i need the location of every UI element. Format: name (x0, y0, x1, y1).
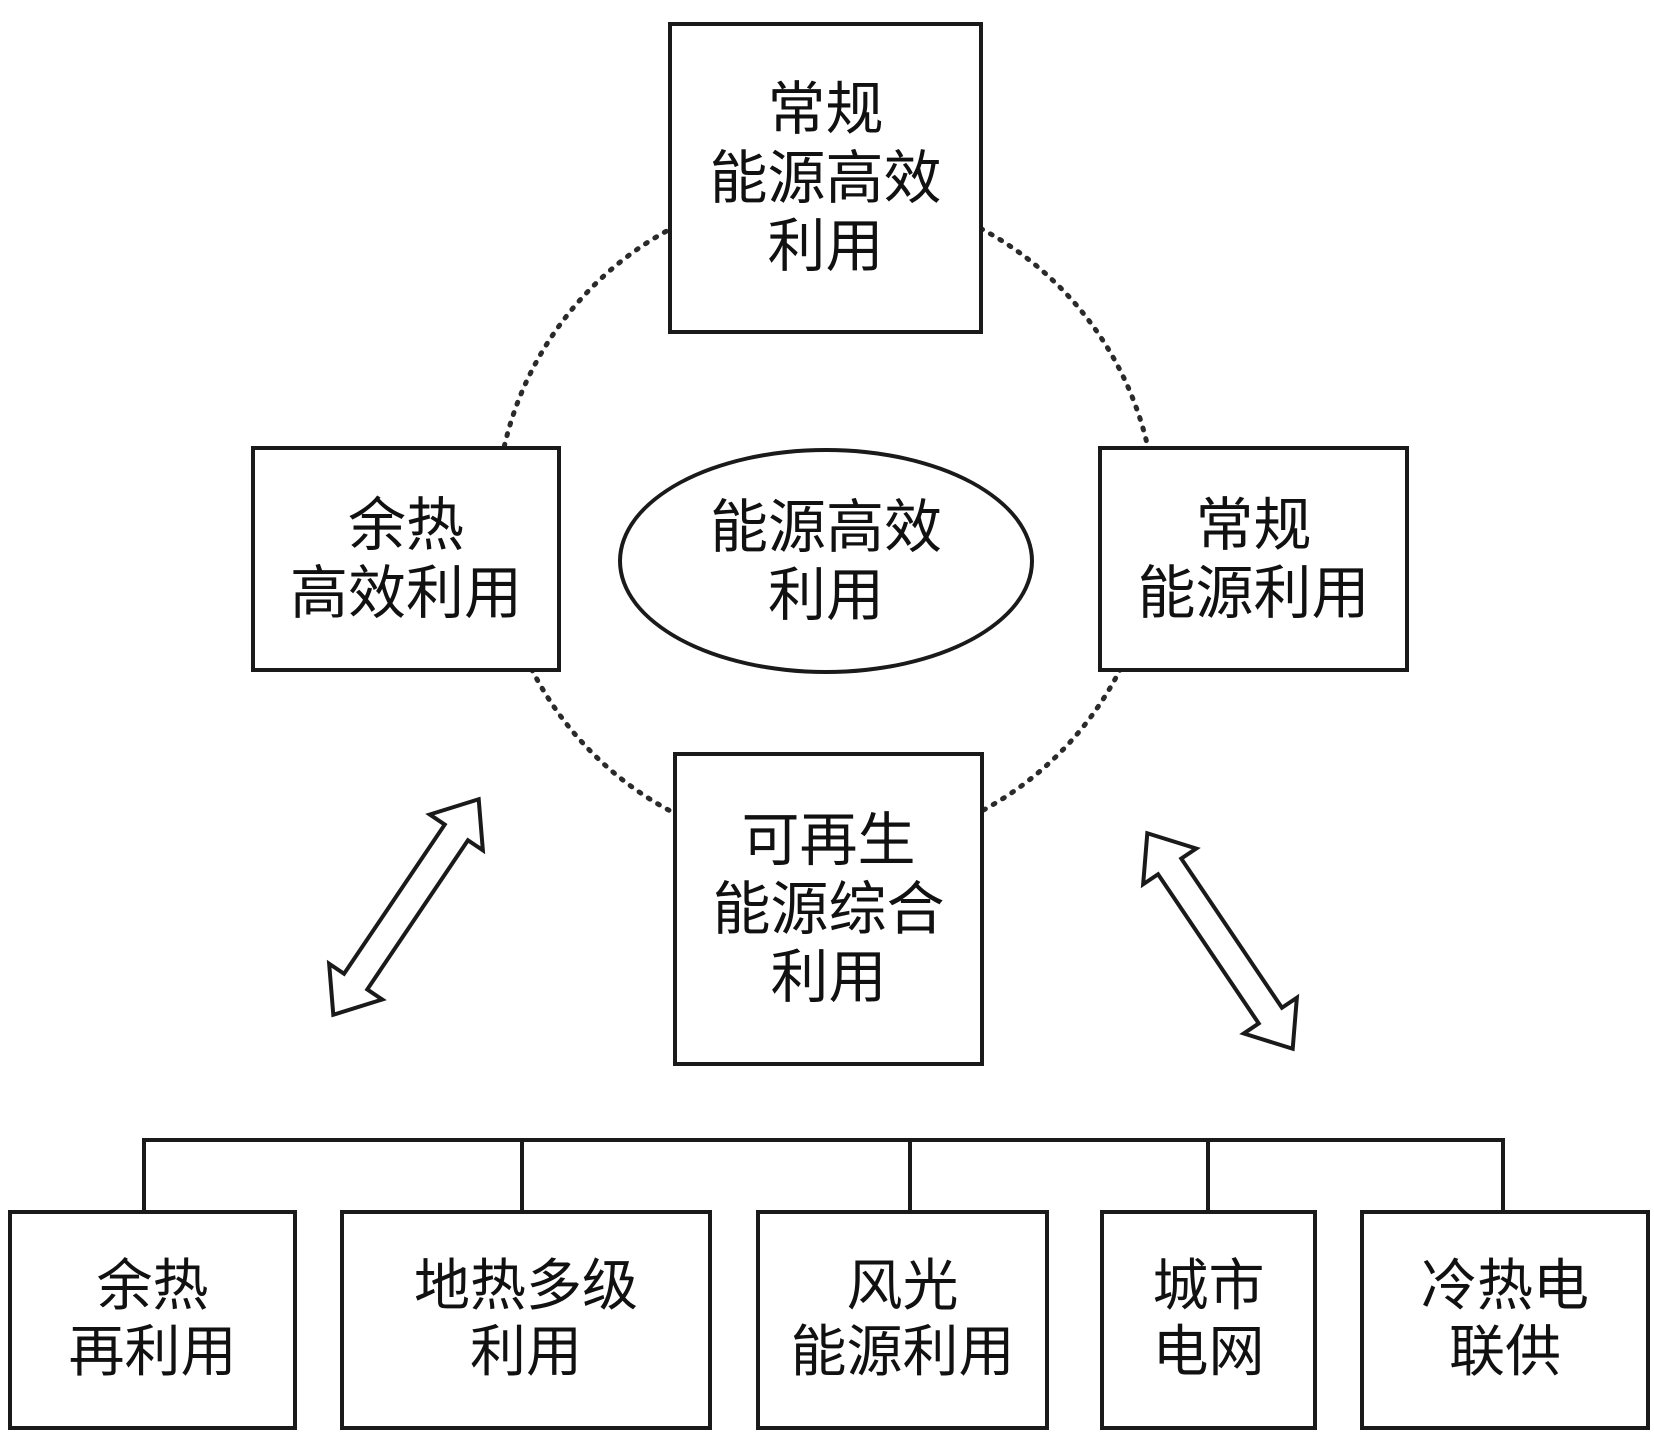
ring-bottom-line-3: 利用 (770, 943, 887, 1012)
center-line-1: 能源高效 (709, 492, 942, 561)
ring-box-right: 常规 能源利用 (1098, 446, 1409, 672)
bottom-box-5-line-1: 冷热电 (1421, 1253, 1589, 1319)
ring-bottom-line-1: 可再生 (741, 806, 916, 875)
ring-box-bottom: 可再生 能源综合 利用 (673, 752, 984, 1066)
ring-bottom-line-2: 能源综合 (712, 874, 945, 943)
bottom-box-2: 地热多级 利用 (340, 1210, 712, 1430)
bottom-tree-connectors (142, 1138, 1505, 1212)
bottom-box-1: 余热 再利用 (8, 1210, 297, 1430)
double-headed-arrow-icon (326, 796, 486, 1018)
bottom-box-5-line-2: 联供 (1449, 1320, 1561, 1385)
ring-box-top: 常规 能源高效 利用 (668, 22, 983, 334)
ring-left-line-1: 余热 (347, 490, 464, 559)
center-ellipse: 能源高效 利用 (618, 448, 1034, 674)
ring-top-line-2: 能源高效 (709, 143, 942, 212)
bottom-box-1-line-1: 余热 (96, 1253, 209, 1319)
ring-top-line-1: 常规 (767, 75, 884, 144)
bottom-box-2-line-1: 地热多级 (414, 1253, 638, 1319)
bottom-box-1-line-2: 再利用 (68, 1320, 237, 1385)
bottom-box-4-line-1: 城市 (1152, 1253, 1265, 1319)
bottom-box-3: 风光 能源利用 (756, 1210, 1049, 1430)
ring-left-line-2: 高效利用 (289, 559, 522, 627)
bottom-box-2-line-2: 利用 (470, 1320, 582, 1385)
double-headed-arrow-icon (1140, 830, 1300, 1052)
bottom-box-3-line-1: 风光 (846, 1253, 959, 1319)
ring-right-line-1: 常规 (1195, 490, 1312, 559)
bottom-box-5: 冷热电 联供 (1360, 1210, 1650, 1430)
ring-box-left: 余热 高效利用 (251, 446, 561, 672)
center-line-2: 利用 (767, 561, 884, 629)
ring-right-line-2: 能源利用 (1137, 559, 1370, 627)
bottom-box-4: 城市 电网 (1100, 1210, 1317, 1430)
ring-top-line-3: 利用 (767, 212, 884, 281)
bottom-box-3-line-2: 能源利用 (790, 1320, 1015, 1385)
bottom-box-4-line-2: 电网 (1152, 1320, 1265, 1385)
